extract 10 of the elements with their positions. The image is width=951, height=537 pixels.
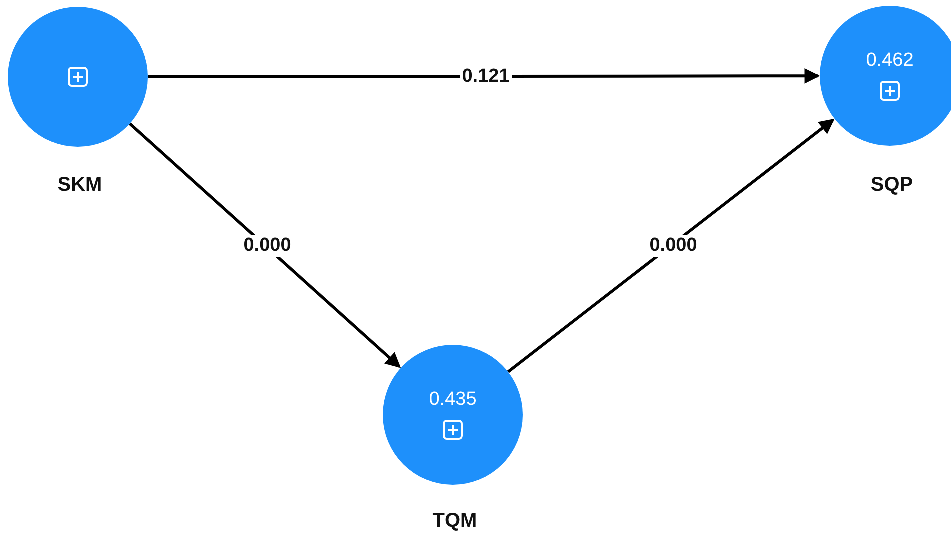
construct-label: SQP	[870, 174, 914, 197]
construct-label: TQM	[432, 510, 478, 533]
value-text: 0.462	[866, 50, 914, 72]
arrow	[148, 68, 820, 84]
arrow	[129, 122, 402, 368]
edge-label: 0.000	[242, 235, 294, 257]
value-text: 0.435	[429, 389, 477, 411]
edge-label: 0.000	[648, 234, 700, 256]
arrow	[507, 118, 835, 374]
construct-label: SKM	[58, 174, 102, 197]
